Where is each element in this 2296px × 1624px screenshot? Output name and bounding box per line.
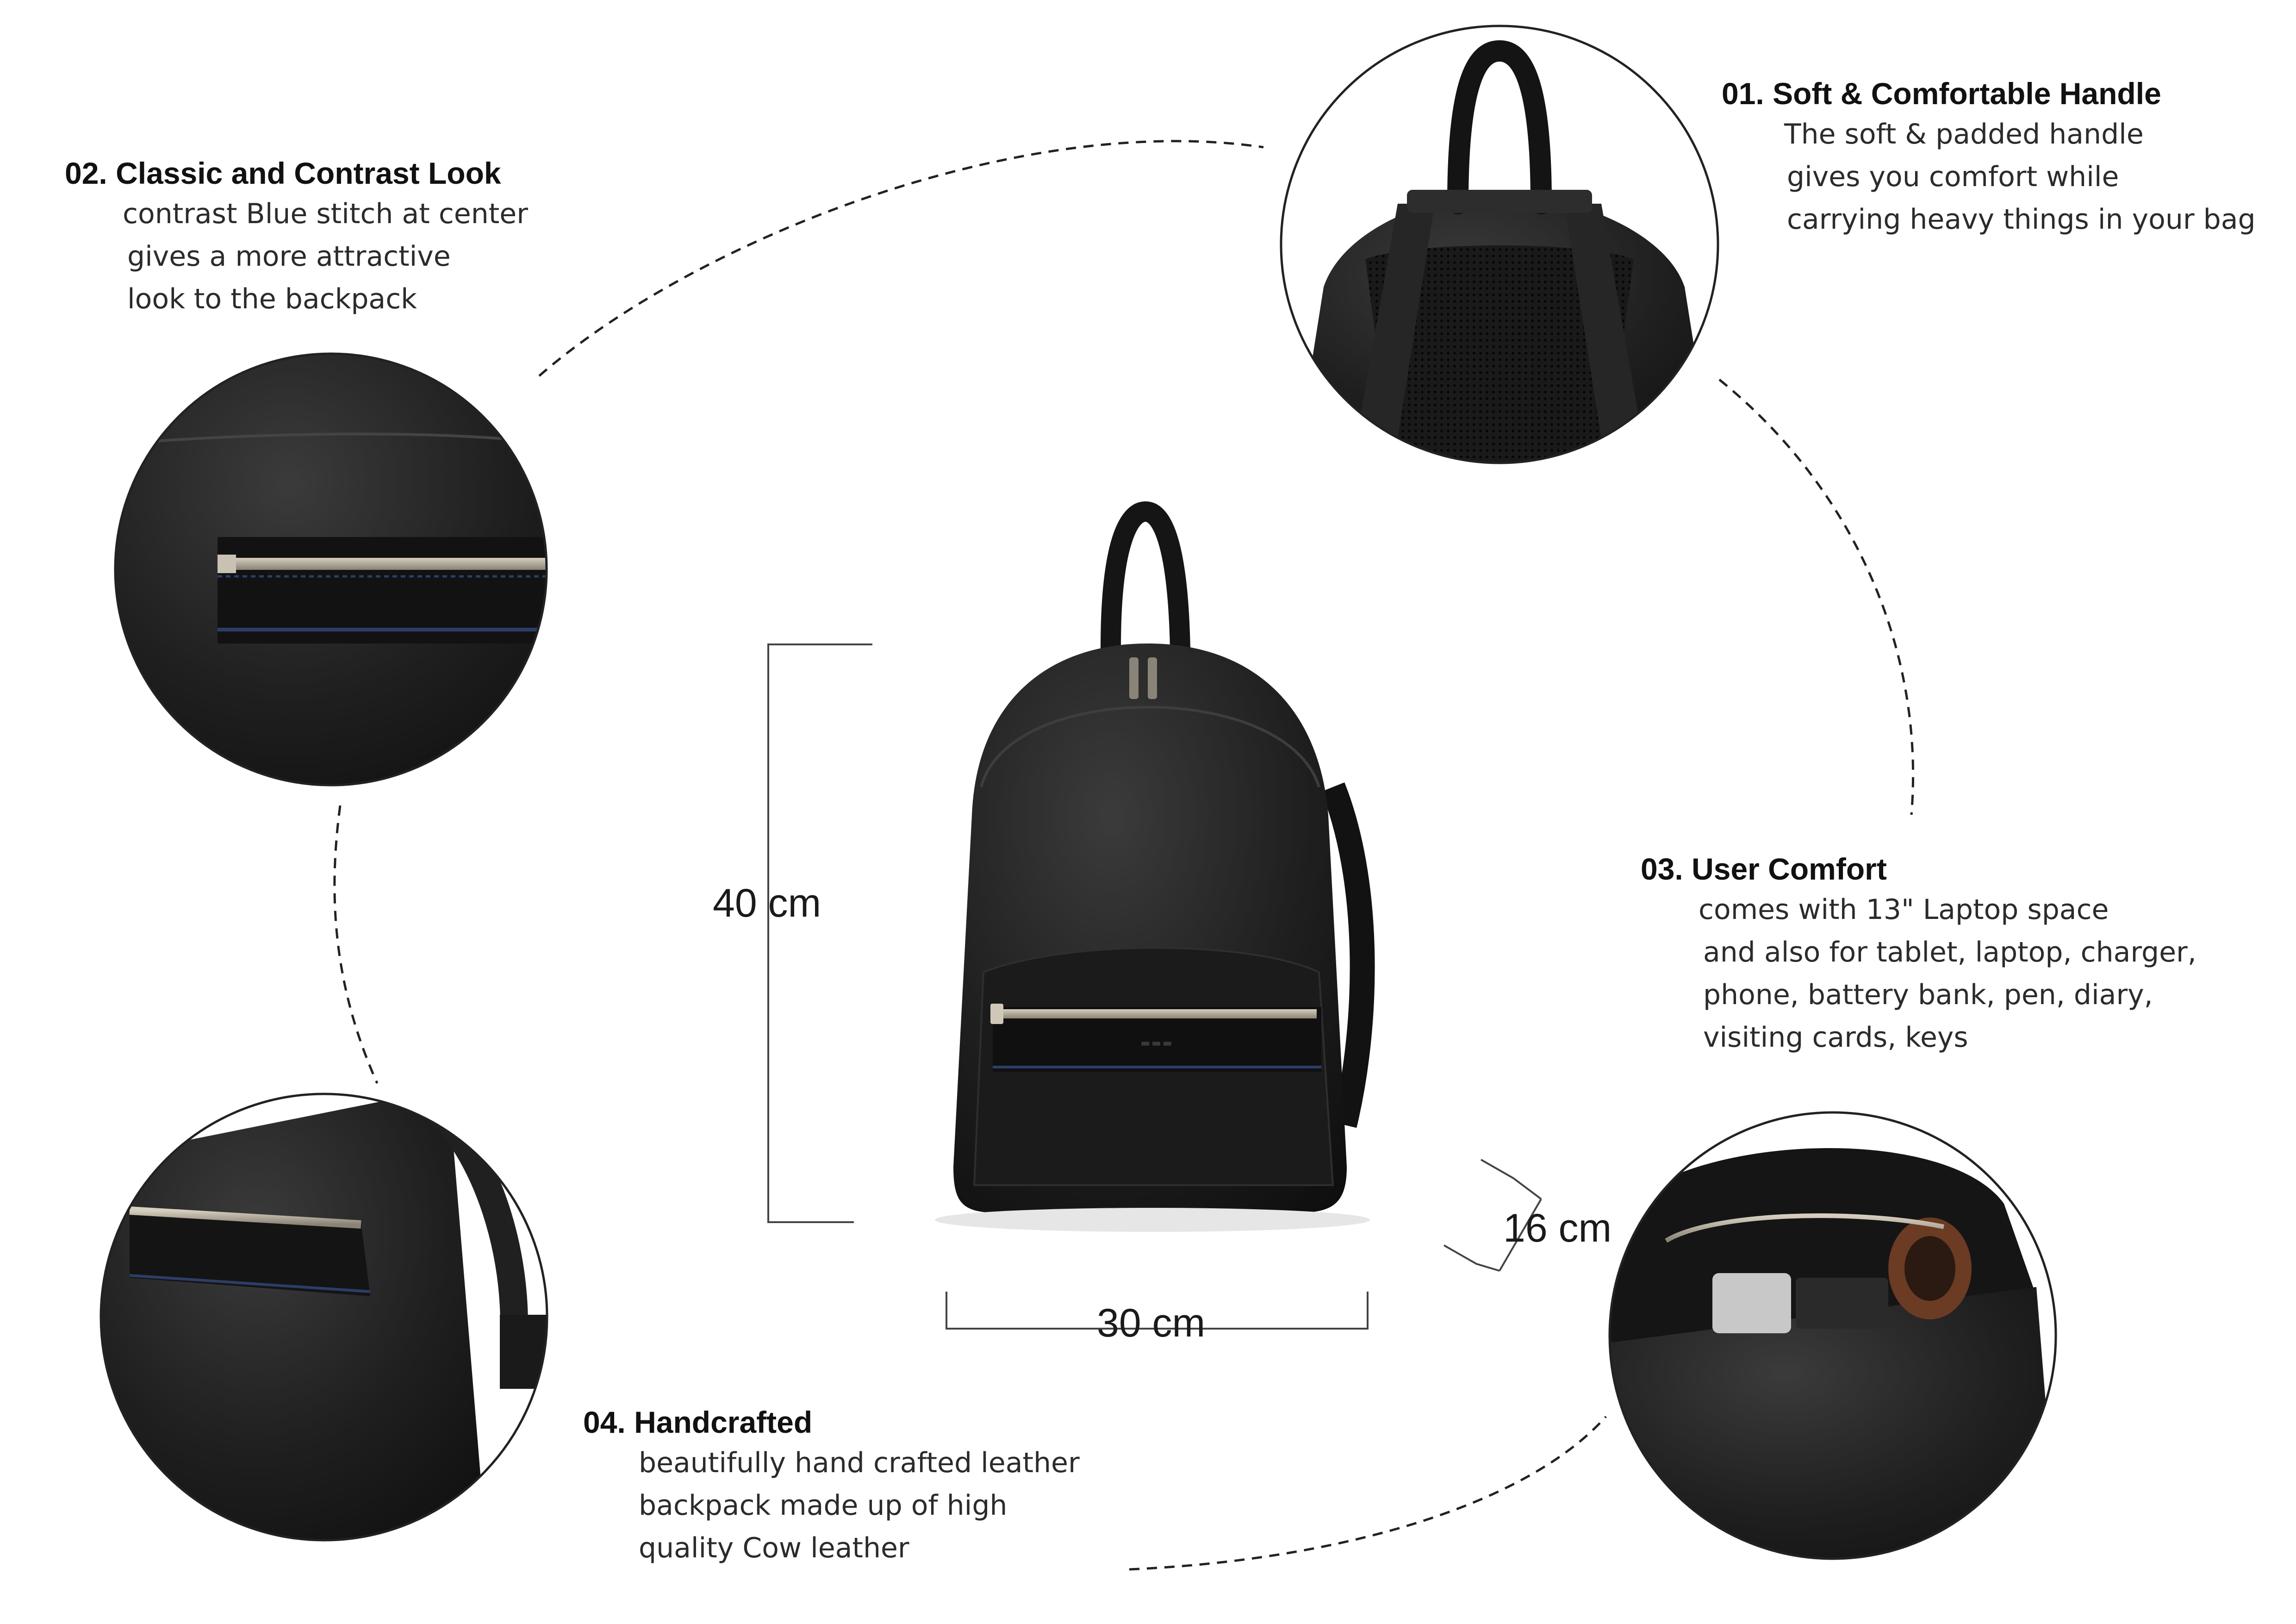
feature-handle-line: The soft & padded handle bbox=[1784, 118, 2144, 150]
backpack-brand-emboss: ▬▬▬ bbox=[1140, 1037, 1173, 1049]
depth-dimension-line-bottom bbox=[1444, 1244, 1500, 1272]
height-label: 40 cm bbox=[713, 881, 821, 925]
connector-crafted-to-comfort bbox=[1129, 1416, 1607, 1571]
backpack-shoulder-strap bbox=[1321, 782, 1375, 1128]
user-comfort-detail-photo bbox=[1608, 1111, 2057, 1560]
connector-lines bbox=[333, 140, 1915, 1571]
backpack-top-seam bbox=[980, 706, 1320, 787]
backpack-zip-puller-1 bbox=[1129, 657, 1139, 699]
feature-crafted: 04. Handcrafted beautifully hand crafted… bbox=[583, 1403, 1080, 1569]
feature-comfort: 03. User Comfort comes with 13" Laptop s… bbox=[1641, 849, 2196, 1059]
handle-detail-photo bbox=[1280, 25, 1719, 464]
feature-crafted-line: beautifully hand crafted leather bbox=[639, 1447, 1080, 1479]
feature-comfort-title: 03. User Comfort bbox=[1641, 852, 1887, 886]
width-label: 30 cm bbox=[1097, 1301, 1206, 1345]
connector-look-to-handle bbox=[538, 140, 1264, 377]
dimension-lines bbox=[767, 643, 1542, 1330]
feature-comfort-line: and also for tablet, laptop, charger, bbox=[1703, 936, 2196, 968]
feature-comfort-line: visiting cards, keys bbox=[1703, 1021, 1968, 1054]
feature-comfort-line: comes with 13" Laptop space bbox=[1699, 893, 2109, 926]
backpack-handle bbox=[1101, 501, 1190, 658]
feature-comfort-line: phone, battery bank, pen, diary, bbox=[1703, 979, 2153, 1011]
feature-crafted-title: 04. Handcrafted bbox=[583, 1405, 813, 1439]
backpack-zip-puller-2 bbox=[1148, 657, 1157, 699]
feature-look-line: contrast Blue stitch at center bbox=[123, 198, 528, 230]
feature-look: 02. Classic and Contrast Look contrast B… bbox=[65, 154, 528, 320]
width-dimension-line bbox=[946, 1292, 1369, 1330]
depth-dimension-connector bbox=[1499, 1198, 1542, 1272]
backpack-main-photo: ▬▬▬ bbox=[935, 501, 1375, 1232]
depth-dimension-line-top bbox=[1481, 1159, 1542, 1200]
backpack-front-zipper bbox=[993, 1009, 1317, 1018]
feature-handle-line: carrying heavy things in your bag bbox=[1787, 203, 2256, 236]
feature-handle-title: 01. Soft & Comfortable Handle bbox=[1722, 76, 2161, 111]
connector-look-to-crafted bbox=[333, 805, 379, 1084]
height-dimension-line bbox=[767, 643, 872, 1223]
feature-crafted-line: backpack made up of high bbox=[639, 1489, 1008, 1522]
connector-handle-to-comfort bbox=[1718, 379, 1915, 815]
depth-label: 16 cm bbox=[1503, 1206, 1612, 1250]
backpack-shadow bbox=[935, 1208, 1370, 1232]
backpack-zip-pull bbox=[990, 1004, 1003, 1024]
feature-handle: 01. Soft & Comfortable Handle The soft &… bbox=[1722, 74, 2256, 241]
feature-handle-line: gives you comfort while bbox=[1787, 161, 2119, 193]
feature-look-title: 02. Classic and Contrast Look bbox=[65, 156, 501, 190]
feature-crafted-line: quality Cow leather bbox=[639, 1532, 909, 1564]
contrast-stitch-detail-photo bbox=[114, 352, 548, 787]
handcrafted-detail-photo bbox=[100, 1093, 548, 1542]
feature-look-line: gives a more attractive bbox=[127, 240, 451, 273]
feature-look-line: look to the backpack bbox=[127, 283, 417, 315]
